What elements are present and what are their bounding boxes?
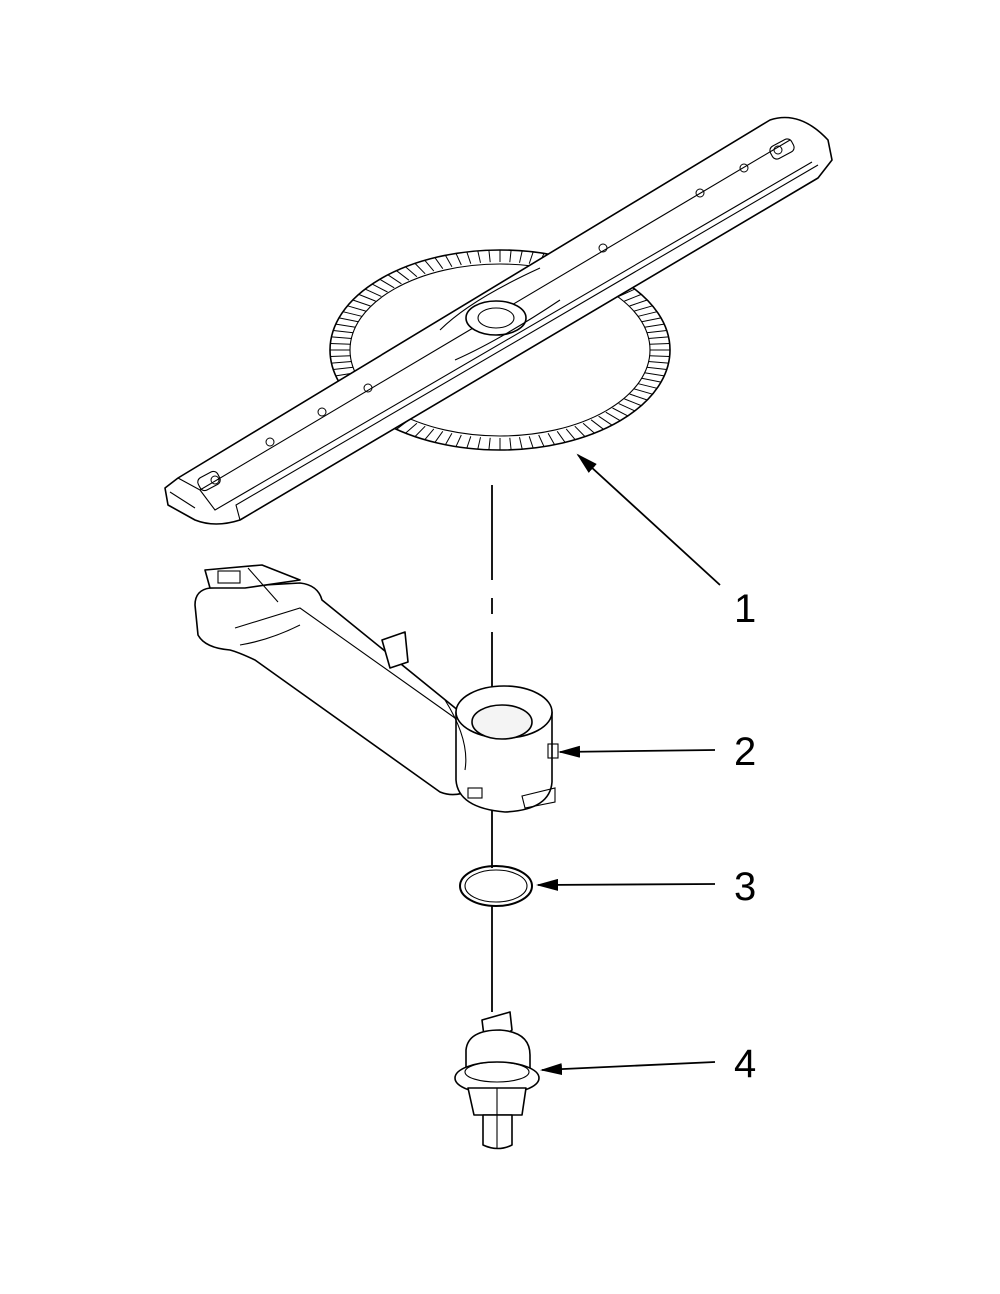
part-4-valve (454, 1011, 540, 1150)
gear-tooth (364, 288, 382, 297)
gear-tooth (488, 437, 491, 450)
gear-tooth (519, 250, 523, 263)
gear-tooth (331, 336, 352, 339)
gear-tooth (414, 263, 426, 275)
gear-tooth (634, 388, 653, 395)
gear-tooth (605, 411, 621, 422)
gear-tooth (396, 270, 410, 281)
gear-tooth (434, 431, 444, 443)
gear-tooth (649, 343, 670, 345)
callout-2: 2 (734, 730, 756, 774)
callout-3: 3 (734, 865, 756, 909)
spray-arm-body (164, 116, 833, 525)
gear-tooth (644, 372, 665, 377)
gear-tooth (641, 377, 662, 383)
gear-tooth (455, 434, 462, 447)
callout-4: 4 (734, 1042, 756, 1086)
leader-3 (536, 878, 716, 891)
gear-tooth (466, 251, 472, 264)
gear-tooth (352, 299, 371, 307)
gear-tooth (444, 433, 453, 445)
part-2-manifold (194, 564, 559, 813)
gear-tooth (358, 293, 376, 302)
gear-tooth (638, 311, 658, 317)
gear-tooth (646, 330, 667, 334)
gear-tooth (455, 253, 462, 266)
gear-tooth (538, 434, 545, 447)
gear-tooth (387, 274, 402, 285)
gear-tooth (547, 433, 556, 445)
gear-tooth (638, 383, 658, 389)
gear-tooth (624, 293, 642, 302)
gear-tooth (565, 428, 576, 441)
gear-tooth (574, 425, 586, 437)
nozzle-holes (210, 145, 783, 485)
gear-tooth (342, 311, 362, 317)
gear-tooth (488, 250, 491, 263)
gear-tooth (405, 422, 418, 434)
gear-tooth (333, 330, 354, 334)
gear-tooth (333, 366, 354, 370)
gear-tooth (612, 407, 629, 417)
gear-tooth (641, 317, 662, 323)
part-3-o-ring (459, 865, 533, 907)
leader-4 (540, 1061, 716, 1076)
gear-tooth (444, 255, 453, 267)
gear-tooth (405, 266, 418, 278)
gear-tooth (477, 250, 481, 263)
callout-labels: 1 2 3 4 (734, 587, 756, 1086)
nozzle-hole (210, 475, 220, 485)
callout-1: 1 (734, 587, 756, 631)
gear-tooth (519, 437, 523, 450)
gear-tooth (598, 415, 613, 426)
gear-tooth (648, 336, 669, 339)
gear-tooth (648, 361, 669, 364)
gear-tooth (330, 343, 351, 345)
gear-tooth (424, 259, 435, 272)
gear-tooth (466, 436, 472, 449)
gear-tooth (509, 250, 512, 263)
part-1-spray-arm (164, 116, 833, 525)
gear-tooth (618, 403, 636, 412)
leader-lines (536, 453, 721, 1076)
gear-tooth (634, 305, 653, 312)
leader-1 (576, 453, 721, 586)
gear-tooth (646, 366, 667, 370)
gear-tooth (338, 317, 359, 323)
gear-tooth (590, 419, 604, 430)
gear-tooth (335, 323, 356, 328)
nozzle-hole (363, 383, 373, 393)
nozzle-hole (773, 145, 783, 155)
gear-tooth (379, 278, 395, 289)
nozzle-hole (265, 437, 275, 447)
nozzle-hole (317, 407, 327, 417)
nozzle-hole (598, 243, 608, 253)
gear-tooth (414, 425, 426, 437)
gear-tooth (644, 323, 665, 328)
gear-tooth (330, 355, 351, 357)
gear-tooth (347, 305, 366, 312)
nozzle-hole (695, 188, 705, 198)
gear-tooth (424, 428, 435, 441)
gear-tooth (629, 393, 648, 401)
gear-tooth (509, 437, 512, 450)
gear-tooth (528, 251, 534, 264)
gear-tooth (624, 398, 642, 407)
gear-tooth (528, 436, 534, 449)
gear-tooth (582, 422, 595, 434)
gear-tooth (371, 283, 388, 293)
leader-2 (558, 745, 716, 758)
gear-tooth (477, 437, 481, 450)
gear-tooth (649, 355, 670, 357)
gear-tooth (434, 257, 444, 269)
gear-tooth (556, 431, 566, 443)
gear-tooth (629, 299, 648, 307)
nozzle-hole (739, 163, 749, 173)
gear-tooth (331, 361, 352, 364)
